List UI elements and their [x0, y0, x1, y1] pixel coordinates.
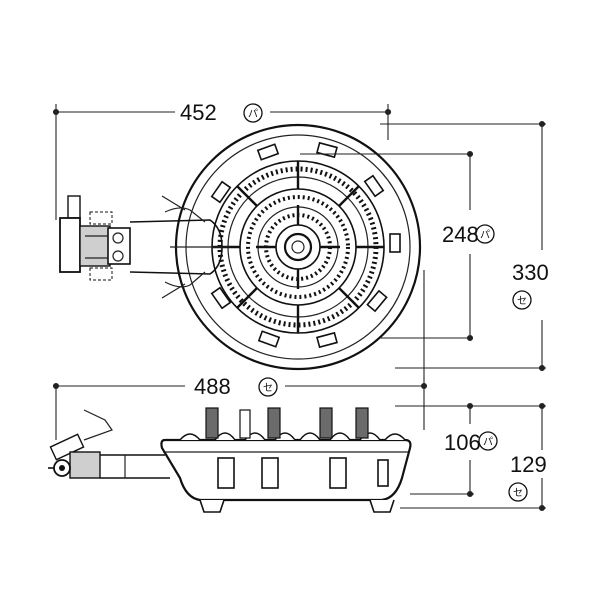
side-tube [100, 454, 170, 479]
dim-outer-height-value: 330 [512, 260, 549, 285]
valve-fitting-top [59, 195, 131, 281]
dim-inner-height-value: 248 [442, 222, 479, 247]
dim-side-height-outer-value: 129 [510, 452, 547, 477]
dim-side-height-outer-mark: セ [513, 487, 523, 499]
dim-side-height-inner-mark-circle [478, 431, 498, 451]
dim-top-width: 452 パ [180, 100, 263, 125]
dim-outer-height-mark: セ [517, 295, 527, 307]
dim-side-height-outer: 129 セ [508, 452, 547, 502]
dim-inner-height-mark-circle [475, 224, 495, 244]
dim-side-width: 488 セ [194, 374, 278, 399]
pot-support-tabs [210, 141, 401, 349]
side-pot-supports [205, 407, 369, 439]
valve-fitting-side [48, 409, 113, 479]
dim-side-height-inner-value: 106 [444, 430, 481, 455]
mixing-tube [129, 195, 230, 299]
side-legs [199, 499, 395, 513]
dim-top-width-mark: パ [248, 108, 258, 120]
dim-top-width-mark-circle [243, 103, 263, 123]
dim-outer-height: 330 セ [512, 260, 549, 310]
dim-side-height-inner: 106 パ [444, 430, 498, 455]
burner-core [283, 232, 313, 262]
dim-outer-height-mark-circle [512, 290, 532, 310]
dim-top-width-value: 452 [180, 100, 217, 125]
dim-inner-height-mark: パ [480, 229, 490, 241]
dim-side-height-inner-mark: パ [483, 436, 493, 448]
burner-ring-5 [246, 195, 350, 299]
side-view [48, 407, 412, 513]
top-view [59, 123, 422, 371]
dim-side-width-value: 488 [194, 374, 231, 399]
dim-side-height-outer-mark-circle [508, 482, 528, 502]
side-base [160, 438, 412, 502]
dimension-lines [52, 104, 546, 512]
burner-center [291, 240, 305, 254]
dim-side-width-mark: セ [263, 382, 273, 394]
spokes [212, 161, 384, 333]
dim-side-width-mark-circle [258, 377, 278, 397]
burner-ring-8 [275, 224, 321, 270]
dim-inner-height: 248 パ [442, 222, 495, 247]
side-windows [217, 457, 389, 489]
